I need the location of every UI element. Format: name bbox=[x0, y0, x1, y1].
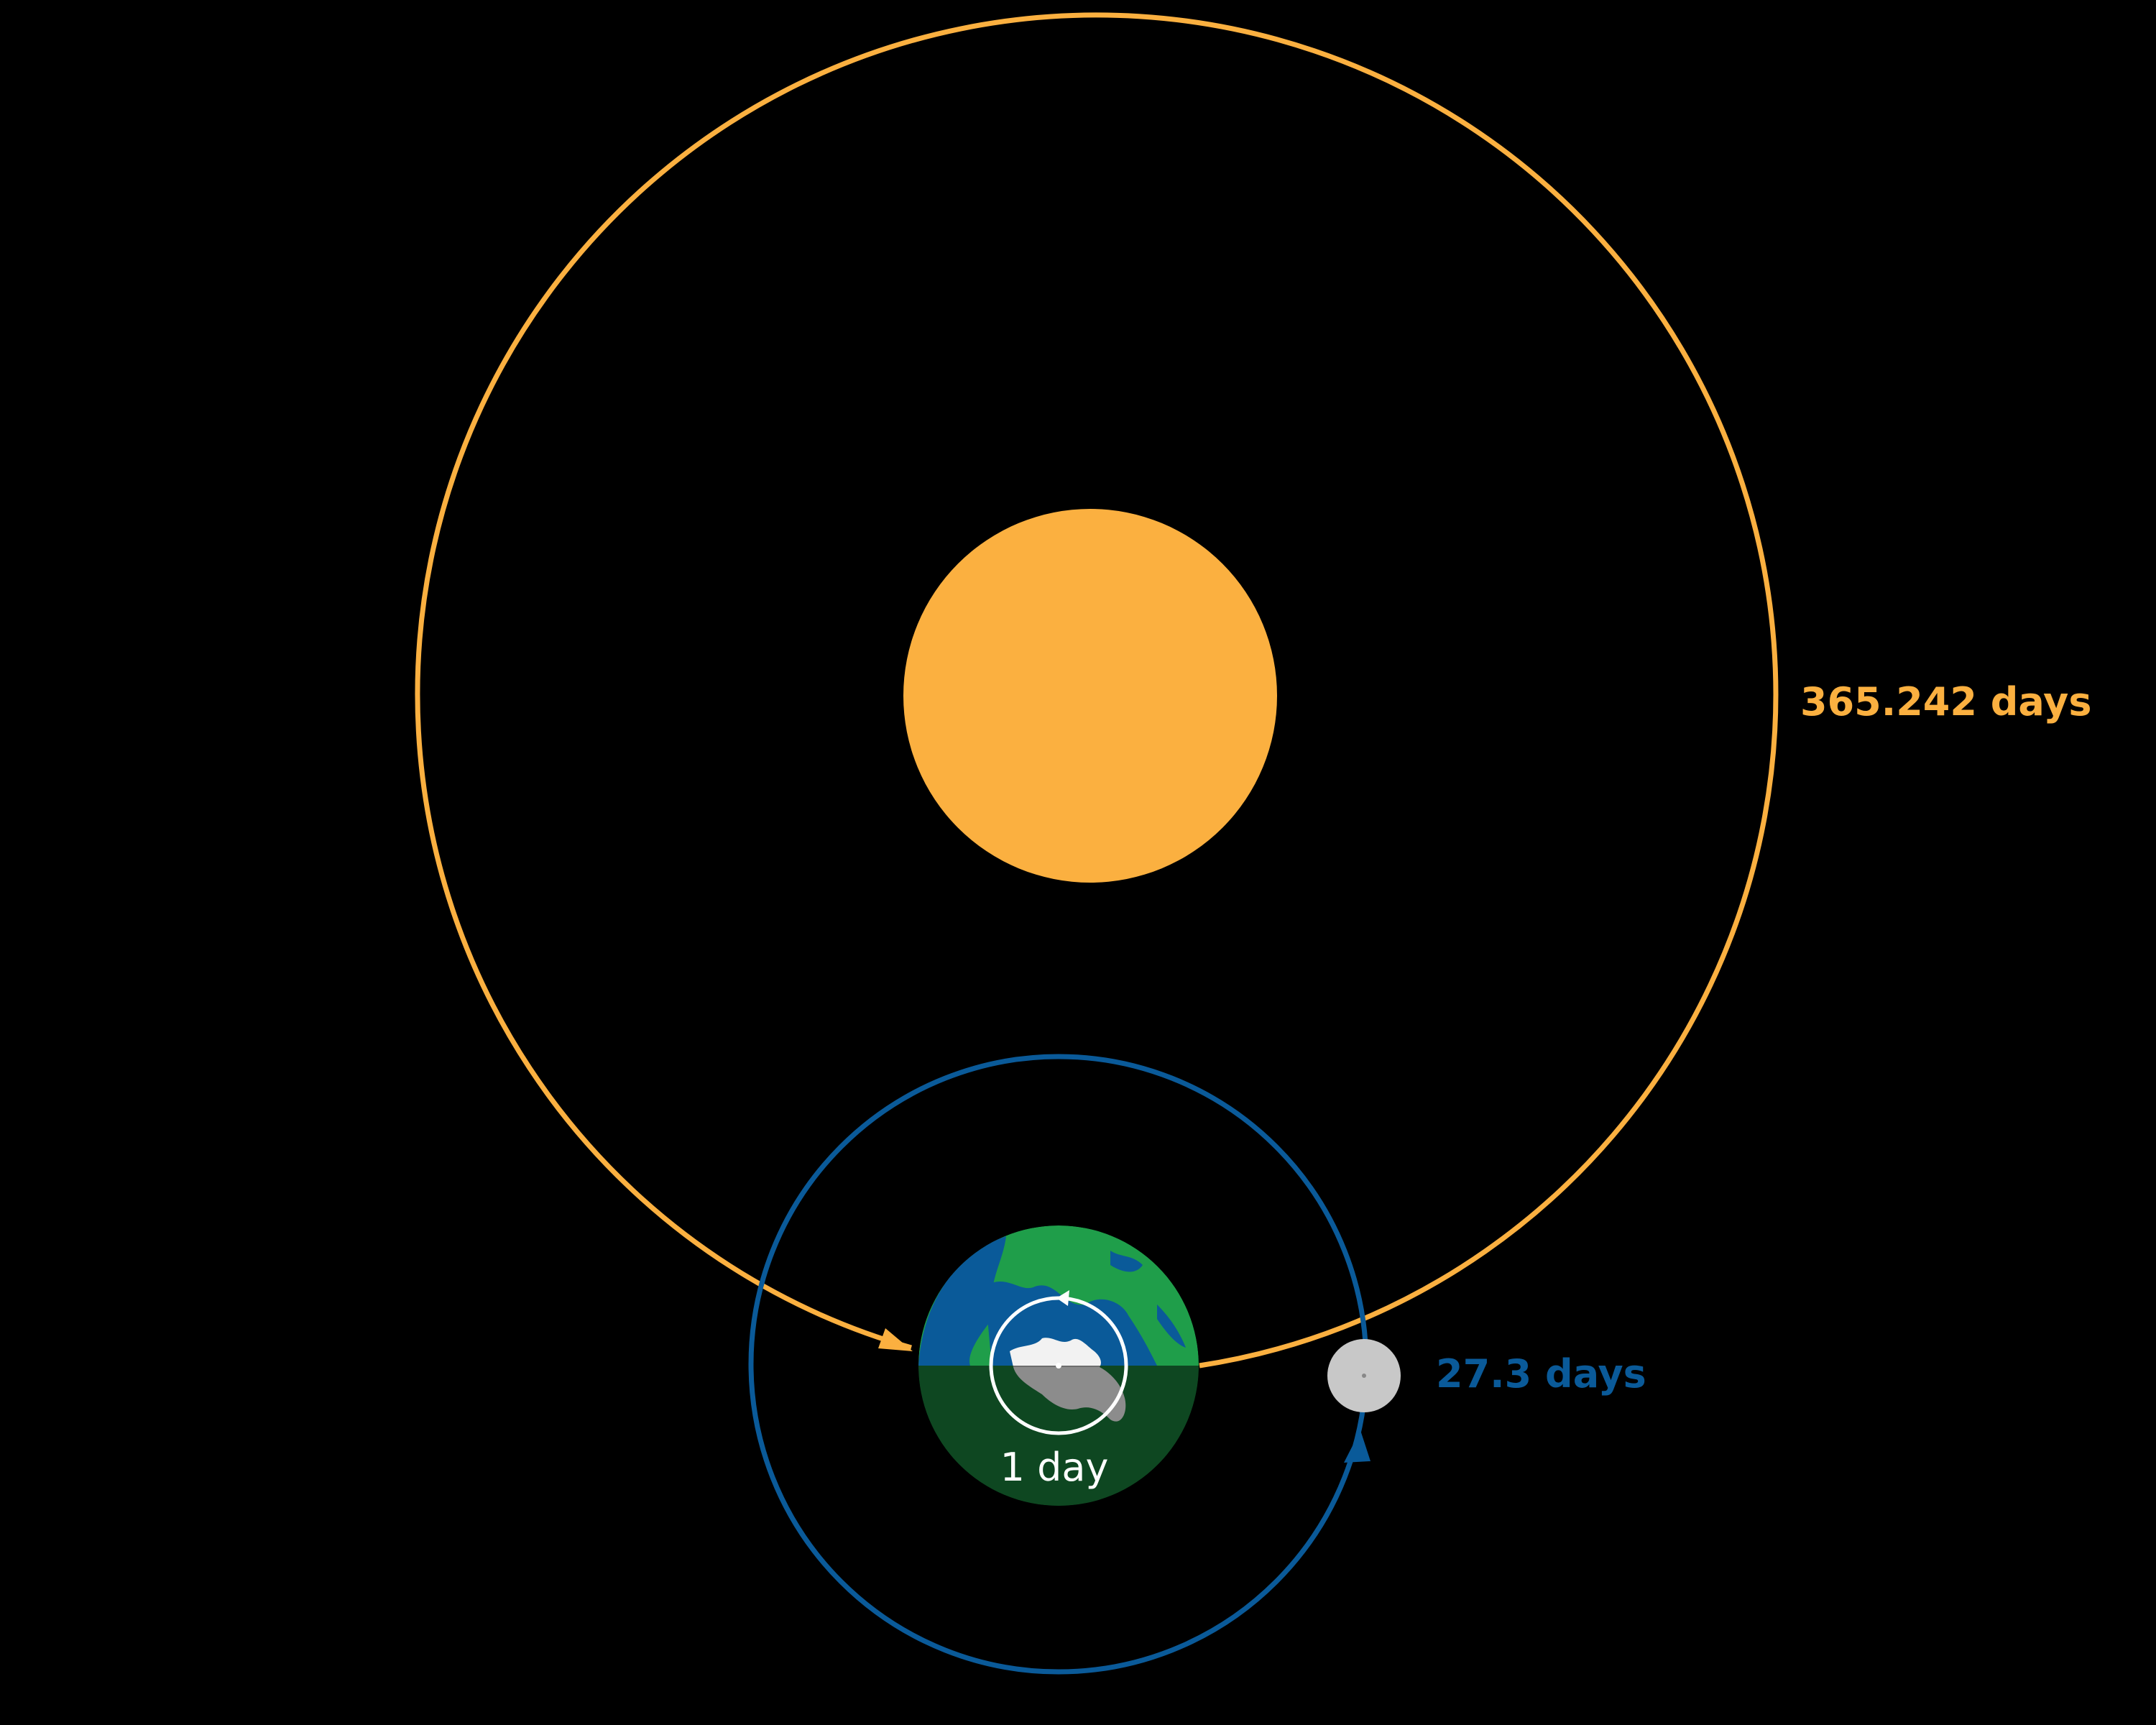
day-period-label: 1 day bbox=[1000, 1445, 1109, 1490]
earth-orbit-arrowhead bbox=[878, 1328, 913, 1351]
earth-center-dot bbox=[1056, 1363, 1061, 1368]
earth-orbit bbox=[415, 12, 1779, 1368]
earth-ice-cap bbox=[1010, 1338, 1101, 1367]
moon-center-dot bbox=[1362, 1374, 1366, 1378]
month-period-label: 27.3 days bbox=[1436, 1351, 1646, 1397]
earth-ocean bbox=[918, 1236, 1006, 1366]
moon-orbit-arrowhead bbox=[1344, 1430, 1370, 1463]
sun bbox=[903, 509, 1277, 883]
year-period-label: 365.242 days bbox=[1800, 679, 2092, 724]
rotation-arrow-icon bbox=[1056, 1290, 1069, 1306]
